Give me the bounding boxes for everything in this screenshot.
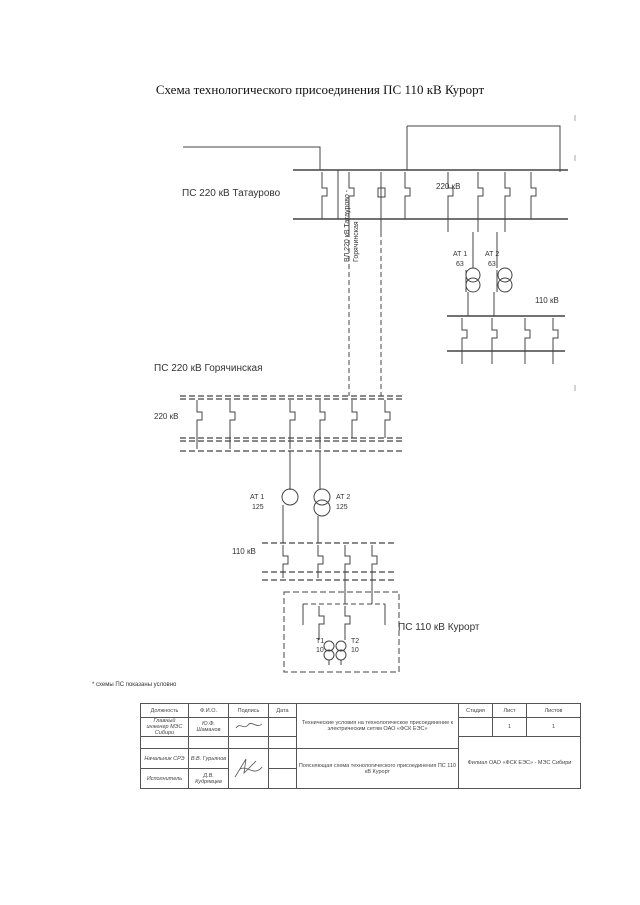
label-bus-220-top: 220 кВ (436, 182, 461, 191)
tataurovo-110-bays (461, 318, 559, 364)
label-t1: Т1 (316, 638, 325, 645)
goryachinskaya-220-bays (196, 400, 391, 449)
label-t1-mva: 10 (316, 647, 324, 654)
stamp-row1-name: Ю.Ф. Шаманов (188, 717, 229, 737)
kurort-substation (283, 591, 400, 673)
stamp-organization: Филиал ОАО «ФСК ЕЭС» - МЭС Сибири (458, 736, 581, 789)
goryachinskaya-autotransformers (281, 451, 331, 543)
stamp-header-stage: Стадия (458, 703, 493, 718)
label-at1-mid: АТ 1 (250, 494, 265, 501)
stamp-header-sheets: Листов (526, 703, 581, 718)
label-t2: Т2 (351, 638, 360, 645)
label-t2-mva: 10 (351, 647, 359, 654)
label-at1-top: АТ 1 (453, 251, 468, 258)
stamp-row1-date (268, 717, 297, 737)
stamp-sheet-value: 1 (492, 717, 527, 737)
tie-line-220 (348, 232, 382, 396)
stamp-row1-signature (228, 717, 269, 737)
stamp-header-name: Ф.И.О. (188, 703, 229, 718)
stamp-sheets-value: 1 (526, 717, 581, 737)
label-at2-mid: АТ 2 (336, 494, 351, 501)
stamp-stage-value (458, 717, 493, 737)
stamp-blank-2 (188, 736, 229, 749)
label-ps-goryachinskaya: ПС 220 кВ Горячинская (154, 363, 263, 374)
label-ps-kurort: ПС 110 кВ Курорт (398, 622, 480, 633)
stamp-row2-position: Начальник СРЭ (140, 748, 189, 769)
label-bus-110-top: 110 кВ (535, 296, 559, 305)
line-label-line2: Горячинская (353, 221, 360, 262)
signature-mark (234, 758, 262, 777)
stamp-header-position: Должность (140, 703, 189, 718)
label-at1-top-mva: 63 (456, 261, 464, 268)
stamp-header-date: Дата (268, 703, 297, 718)
stamp-row3-date (268, 768, 297, 789)
label-bus-110-mid: 110 кВ (232, 547, 256, 556)
stamp-row3-name: Д.В. Кудрявцев (188, 768, 229, 789)
stamp-row3-position: Исполнитель (140, 768, 189, 789)
stamp-header-signature: Подпись (228, 703, 269, 718)
goryachinskaya-substation (180, 395, 405, 592)
tataurovo-substation (183, 125, 568, 364)
goryachinskaya-110-bays (282, 545, 378, 592)
signature-mark (235, 723, 262, 729)
stamp-blank-4 (268, 736, 297, 749)
stamp-row2-date (268, 748, 297, 769)
stamp-row1-position: Главный инженер МЭС Сибири (140, 717, 189, 737)
footnote: * схемы ПС показаны условно (92, 682, 177, 688)
tataurovo-autotransformers (465, 232, 513, 316)
stamp-blank-1 (140, 736, 189, 749)
label-bus-220-left: 220 кВ (154, 412, 179, 421)
stamp-blank-3 (228, 736, 269, 749)
label-at2-mid-mva: 125 (336, 504, 348, 511)
line-label-line1: ВЛ 220 кВ Татаурово - (344, 189, 351, 262)
label-ps-tataurovo: ПС 220 кВ Татаурово (182, 188, 281, 199)
stamp-drawing-name: Поясняющая схема технологического присое… (296, 748, 459, 789)
label-at2-top: АТ 2 (485, 251, 500, 258)
stamp-rows23-signature (228, 748, 269, 789)
stamp-row2-name: В.В. Гурьянов (188, 748, 229, 769)
stamp-header-sheet: Лист (492, 703, 527, 718)
stamp-tech-conditions: Технические условия на технологическое п… (296, 703, 459, 749)
label-at2-top-mva: 63 (488, 261, 496, 268)
diagram-title: Схема технологического присоединения ПС … (155, 82, 485, 97)
label-line-220-tataurovo-goryachinskaya: ВЛ 220 кВ Татаурово - Горячинская (343, 190, 361, 262)
title-block: Должность Ф.И.О. Подпись Дата Технически… (140, 703, 581, 789)
label-at1-mid-mva: 125 (252, 504, 264, 511)
tataurovo-bays (321, 170, 537, 232)
